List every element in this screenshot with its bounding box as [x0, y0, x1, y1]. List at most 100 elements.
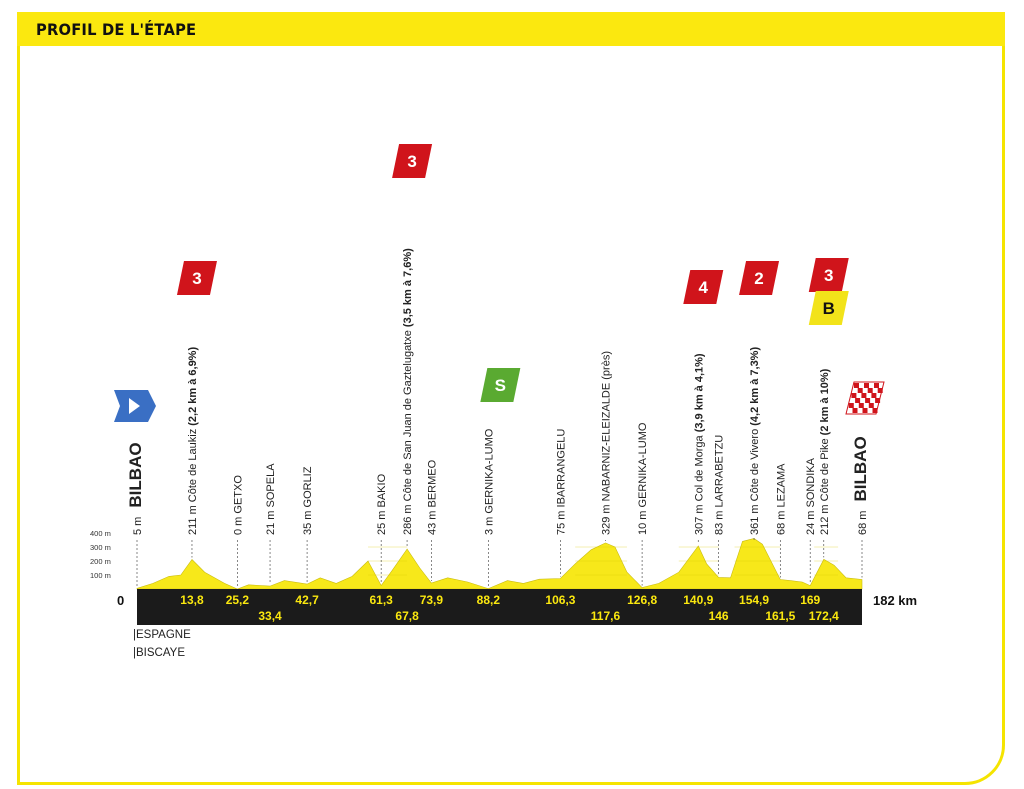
- waypoint-text: 75 m IBARRANGELU: [555, 429, 567, 535]
- checker-square: [877, 388, 883, 393]
- waypoint-text: 25 m BAKIO: [376, 473, 388, 535]
- mountain-category-badge: [176, 261, 217, 295]
- checker-square: [871, 393, 877, 398]
- elevation-tick-label: 200 m: [90, 557, 111, 566]
- km-label: 42,7: [295, 593, 319, 607]
- mountain-category-badge: [392, 144, 433, 178]
- waypoint-text: 212 m Côte de Pike (2 km à 10%): [819, 368, 831, 535]
- waypoint-name: 75 m IBARRANGELU: [555, 429, 567, 535]
- checker-square: [848, 403, 854, 408]
- checker-square: [858, 403, 864, 408]
- waypoint-text: 10 m GERNIKA-LUMO: [637, 422, 649, 535]
- km-label: 33,4: [258, 609, 282, 623]
- mountain-category-badge: [808, 258, 849, 292]
- km-label: 67,8: [395, 609, 419, 623]
- mountain-category-badge-label: 4: [699, 278, 709, 297]
- header-bar: [17, 12, 1005, 46]
- waypoint-label-15: 68 m LEZAMA: [775, 463, 787, 535]
- waypoint-name: 21 m SOPELA: [265, 463, 277, 535]
- checker-square: [867, 388, 873, 393]
- profile-area: [136, 538, 863, 590]
- waypoint-text: 3 m GERNIKA-LUMO: [483, 428, 495, 535]
- checker-square: [862, 408, 868, 413]
- climb-detail: (3,9 km à 4,1%): [693, 353, 705, 432]
- checker-square: [872, 408, 878, 413]
- waypoint-label-3: 21 m SOPELA: [265, 463, 277, 535]
- mountain-category-badge-label: 3: [407, 152, 416, 171]
- waypoint-name: 83 m LARRABETZU: [714, 435, 726, 535]
- distance-start-label: 0: [117, 593, 124, 608]
- km-label: 146: [709, 609, 729, 623]
- waypoint-label-7: 43 m BERMEO: [426, 459, 438, 535]
- city-name: BILBAO: [851, 436, 870, 501]
- km-label: 154,9: [739, 593, 769, 607]
- km-label: 169: [800, 593, 820, 607]
- waypoint-label-8: 3 m GERNIKA-LUMO: [483, 428, 495, 535]
- km-label: 140,9: [683, 593, 713, 607]
- km-label: 88,2: [477, 593, 501, 607]
- waypoint-name: 3 m GERNIKA-LUMO: [483, 428, 495, 535]
- checker-square: [861, 393, 867, 398]
- bonus-sprint-badge-label: B: [823, 299, 835, 318]
- elevation-tick-label: 300 m: [90, 543, 111, 552]
- waypoint-label-12: 307 m Col de Morga (3,9 km à 4,1%): [693, 353, 705, 535]
- mountain-category-badge: [683, 270, 724, 304]
- waypoint-label-11: 10 m GERNIKA-LUMO: [637, 422, 649, 535]
- waypoint-label-17: 212 m Côte de Pike (2 km à 10%): [819, 368, 831, 535]
- waypoint-name: 307 m Col de Morga: [693, 432, 705, 535]
- distance-end-label: 182 km: [873, 593, 917, 608]
- km-label: 73,9: [420, 593, 444, 607]
- climb-detail: (4,2 km à 7,3%): [749, 347, 761, 426]
- checker-square: [875, 398, 881, 403]
- km-label: 13,8: [180, 593, 204, 607]
- waypoint-text: 43 m BERMEO: [426, 459, 438, 535]
- waypoint-name: 211 m Côte de Laukiz: [187, 426, 199, 535]
- waypoint-name: 0 m GETXO: [232, 475, 244, 535]
- checker-square: [874, 383, 879, 388]
- climb-detail: (2,2 km à 6,9%): [187, 347, 199, 426]
- waypoint-text: 68 m BILBAO: [851, 436, 870, 535]
- waypoint-text: 24 m SONDIKA: [805, 457, 817, 535]
- waypoint-name: 68 m: [857, 507, 869, 535]
- checker-square: [852, 408, 858, 413]
- waypoint-label-14: 361 m Côte de Vivero (4,2 km à 7,3%): [749, 347, 761, 535]
- intermediate-sprint-badge-label: S: [495, 376, 506, 395]
- mountain-category-badge: [739, 261, 780, 295]
- waypoint-label-5: 25 m BAKIO: [376, 473, 388, 535]
- elevation-tick-label: 100 m: [90, 571, 111, 580]
- waypoint-label-18: 68 m BILBAO: [851, 436, 870, 535]
- checker-square: [855, 398, 861, 403]
- waypoint-name: 286 m Côte de San Juan de Gaztelugatxe: [402, 327, 414, 535]
- waypoint-name: 25 m BAKIO: [376, 473, 388, 535]
- checker-square: [868, 403, 874, 408]
- waypoint-text: 361 m Côte de Vivero (4,2 km à 7,3%): [749, 347, 761, 535]
- waypoint-name: 24 m SONDIKA: [805, 457, 817, 535]
- waypoint-label-9: 75 m IBARRANGELU: [555, 429, 567, 535]
- checker-square: [854, 383, 859, 388]
- km-label: 106,3: [545, 593, 575, 607]
- region-country: |ESPAGNE: [133, 629, 191, 641]
- waypoint-text: 68 m LEZAMA: [775, 463, 787, 535]
- km-label: 61,3: [370, 593, 394, 607]
- waypoint-label-0: 5 m BILBAO: [126, 442, 145, 535]
- checker-square: [865, 398, 871, 403]
- checker-square: [851, 393, 857, 398]
- waypoint-name: 43 m BERMEO: [426, 459, 438, 535]
- waypoint-label-2: 0 m GETXO: [232, 475, 244, 535]
- checker-square: [864, 383, 869, 388]
- intermediate-sprint-badge: [480, 368, 521, 402]
- waypoint-text: 307 m Col de Morga (3,9 km à 4,1%): [693, 353, 705, 535]
- checker-square: [857, 388, 863, 393]
- waypoint-name: 329 m NABARNIZ-ELEIZALDE (près): [600, 351, 612, 535]
- waypoint-text: 286 m Côte de San Juan de Gaztelugatxe (…: [402, 248, 414, 535]
- distance-bar: [137, 589, 862, 625]
- region-province: |BISCAYE: [133, 647, 185, 659]
- waypoint-label-1: 211 m Côte de Laukiz (2,2 km à 6,9%): [187, 347, 199, 535]
- waypoint-name: 361 m Côte de Vivero: [749, 426, 761, 535]
- waypoint-name: 68 m LEZAMA: [775, 463, 787, 535]
- waypoint-text: 0 m GETXO: [232, 475, 244, 535]
- bonus-sprint-badge: [808, 291, 849, 325]
- mountain-category-badge-label: 3: [192, 269, 201, 288]
- km-label: 161,5: [765, 609, 795, 623]
- page-title: PROFIL DE L'ÉTAPE: [36, 20, 197, 39]
